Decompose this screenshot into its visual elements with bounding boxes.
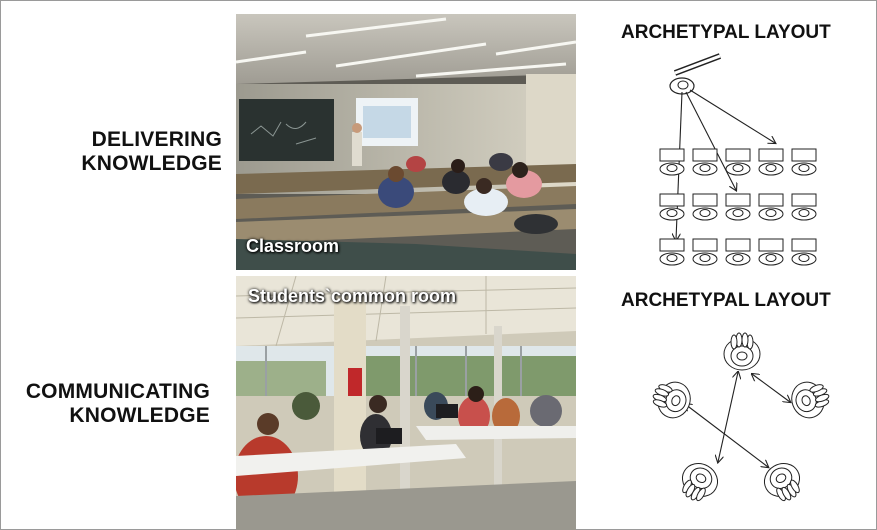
desk-seat (791, 148, 817, 176)
lecture-layout-diagram (659, 53, 817, 266)
desk-seat (758, 148, 784, 176)
label-line: COMMUNICATING (25, 380, 210, 403)
label-line: KNOWLEDGE (69, 404, 210, 427)
armchair-seat (723, 332, 761, 371)
classroom-caption: Classroom (246, 236, 340, 256)
label-communicating-knowledge: COMMUNICATING KNOWLEDGE (10, 380, 210, 428)
armchair-seat (681, 462, 719, 502)
desk-seat (692, 238, 718, 266)
common-room-caption: Students`common room (248, 286, 457, 306)
label-delivering-knowledge: DELIVERING KNOWLEDGE (40, 128, 222, 176)
desk-seat (725, 148, 751, 176)
label-line: DELIVERING (91, 128, 222, 151)
desk-seat (659, 193, 685, 221)
label-line: KNOWLEDGE (81, 152, 222, 175)
discussion-layout-diagram (652, 332, 830, 502)
armchair-seat (763, 462, 801, 502)
desk-seat (659, 238, 685, 266)
archetypal-layout-title-1: ARCHETYPAL LAYOUT (621, 22, 831, 43)
armchair-seat (791, 381, 830, 419)
desk-seat (758, 193, 784, 221)
desk-seat (725, 238, 751, 266)
desk-seat (758, 238, 784, 266)
desk-seat (725, 193, 751, 221)
desk-seat (791, 193, 817, 221)
classroom-photo: Classroom (236, 14, 576, 270)
common-room-photo: Students`common room (236, 276, 576, 530)
desk-seat (791, 238, 817, 266)
desk-seat (692, 193, 718, 221)
desk-seat (659, 148, 685, 176)
armchair-seat (652, 381, 691, 419)
desk-seat (692, 148, 718, 176)
archetypal-layout-title-2: ARCHETYPAL LAYOUT (621, 290, 831, 311)
